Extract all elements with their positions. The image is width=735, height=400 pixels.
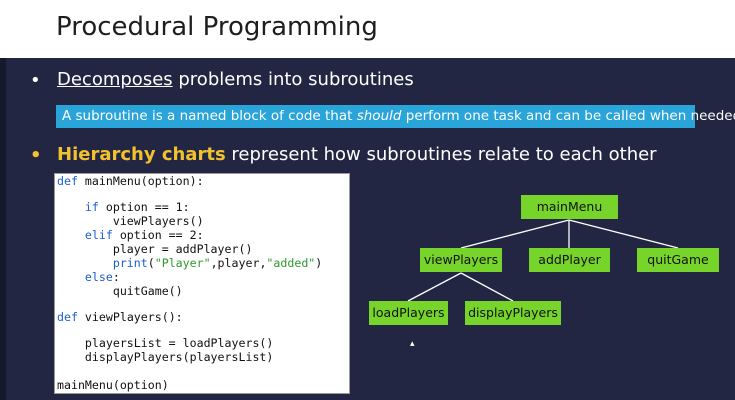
code-line-10: playersList = loadPlayers() — [57, 336, 274, 350]
code-line-11: displayPlayers(playersList) — [57, 350, 274, 364]
subroutine-definition: A subroutine is a named block of code th… — [56, 105, 735, 128]
code-line-3: viewPlayers() — [57, 214, 204, 228]
code-indent — [57, 200, 85, 214]
code-text: : — [112, 270, 120, 284]
definition-text-end: perform one task and can be called when … — [401, 108, 735, 124]
keyword-def: def — [57, 310, 78, 324]
code-text: option == 1: — [98, 200, 190, 214]
code-indent — [57, 256, 113, 270]
code-line-2: if option == 1: — [57, 200, 190, 214]
code-indent — [57, 228, 85, 242]
connector-view-load — [407, 272, 462, 302]
code-text: ) — [315, 256, 323, 270]
definition-text-start: A subroutine is a named block of code th… — [62, 108, 357, 124]
bullet-hierarchy-rest: represent how subroutines relate to each… — [225, 144, 657, 165]
bullet-decomposes-rest: problems into subroutines — [172, 69, 414, 90]
code-listing: def mainMenu(option): if option == 1: vi… — [54, 173, 350, 394]
keyword-else: else — [84, 270, 113, 284]
mouse-cursor-icon: ▴ — [410, 339, 415, 349]
left-edge-strip — [0, 0, 6, 400]
keyword-print: print — [112, 256, 148, 270]
code-line-6: print("Player",player,"added") — [57, 256, 322, 270]
string-literal: "Player" — [154, 256, 211, 270]
code-line-1: def mainMenu(option): — [57, 174, 204, 188]
keyword-if: if — [84, 200, 99, 214]
code-line-12: mainMenu(option) — [57, 378, 169, 392]
node-viewplayers: viewPlayers — [420, 248, 502, 272]
connector-main-view — [460, 219, 570, 249]
bullet-marker: • — [30, 70, 41, 91]
node-addplayer: addPlayer — [529, 248, 610, 272]
title-bar: Procedural Programming — [0, 0, 735, 58]
keyword-elif: elif — [84, 228, 113, 242]
code-indent — [57, 270, 85, 284]
keyword-def: def — [57, 174, 78, 188]
code-text: ( — [147, 256, 155, 270]
bullet-marker-highlight: • — [30, 145, 42, 166]
code-text: viewPlayers(): — [77, 310, 183, 324]
code-line-5: player = addPlayer() — [57, 242, 253, 256]
code-line-9: def viewPlayers(): — [57, 310, 183, 324]
node-mainmenu: mainMenu — [521, 195, 618, 219]
code-line-8: quitGame() — [57, 284, 183, 298]
code-text: ,player, — [210, 256, 267, 270]
connector-view-display — [460, 272, 514, 302]
definition-emphasis: should — [356, 108, 402, 124]
bullet-decomposes: Decomposes problems into subroutines — [57, 69, 414, 90]
code-line-7: else: — [57, 270, 120, 284]
code-text: option == 2: — [112, 228, 204, 242]
decomposes-word: Decomposes — [57, 69, 173, 90]
connector-main-quit — [568, 219, 679, 249]
node-quitgame: quitGame — [637, 248, 719, 272]
code-text: mainMenu(option): — [77, 174, 204, 188]
bullet-hierarchy: Hierarchy charts represent how subroutin… — [57, 144, 657, 165]
slide-title: Procedural Programming — [56, 12, 378, 42]
code-line-4: elif option == 2: — [57, 228, 204, 242]
string-literal: "added" — [266, 256, 316, 270]
hierarchy-charts-term: Hierarchy charts — [57, 144, 226, 165]
node-displayplayers: displayPlayers — [465, 301, 561, 325]
node-loadplayers: loadPlayers — [369, 301, 448, 325]
